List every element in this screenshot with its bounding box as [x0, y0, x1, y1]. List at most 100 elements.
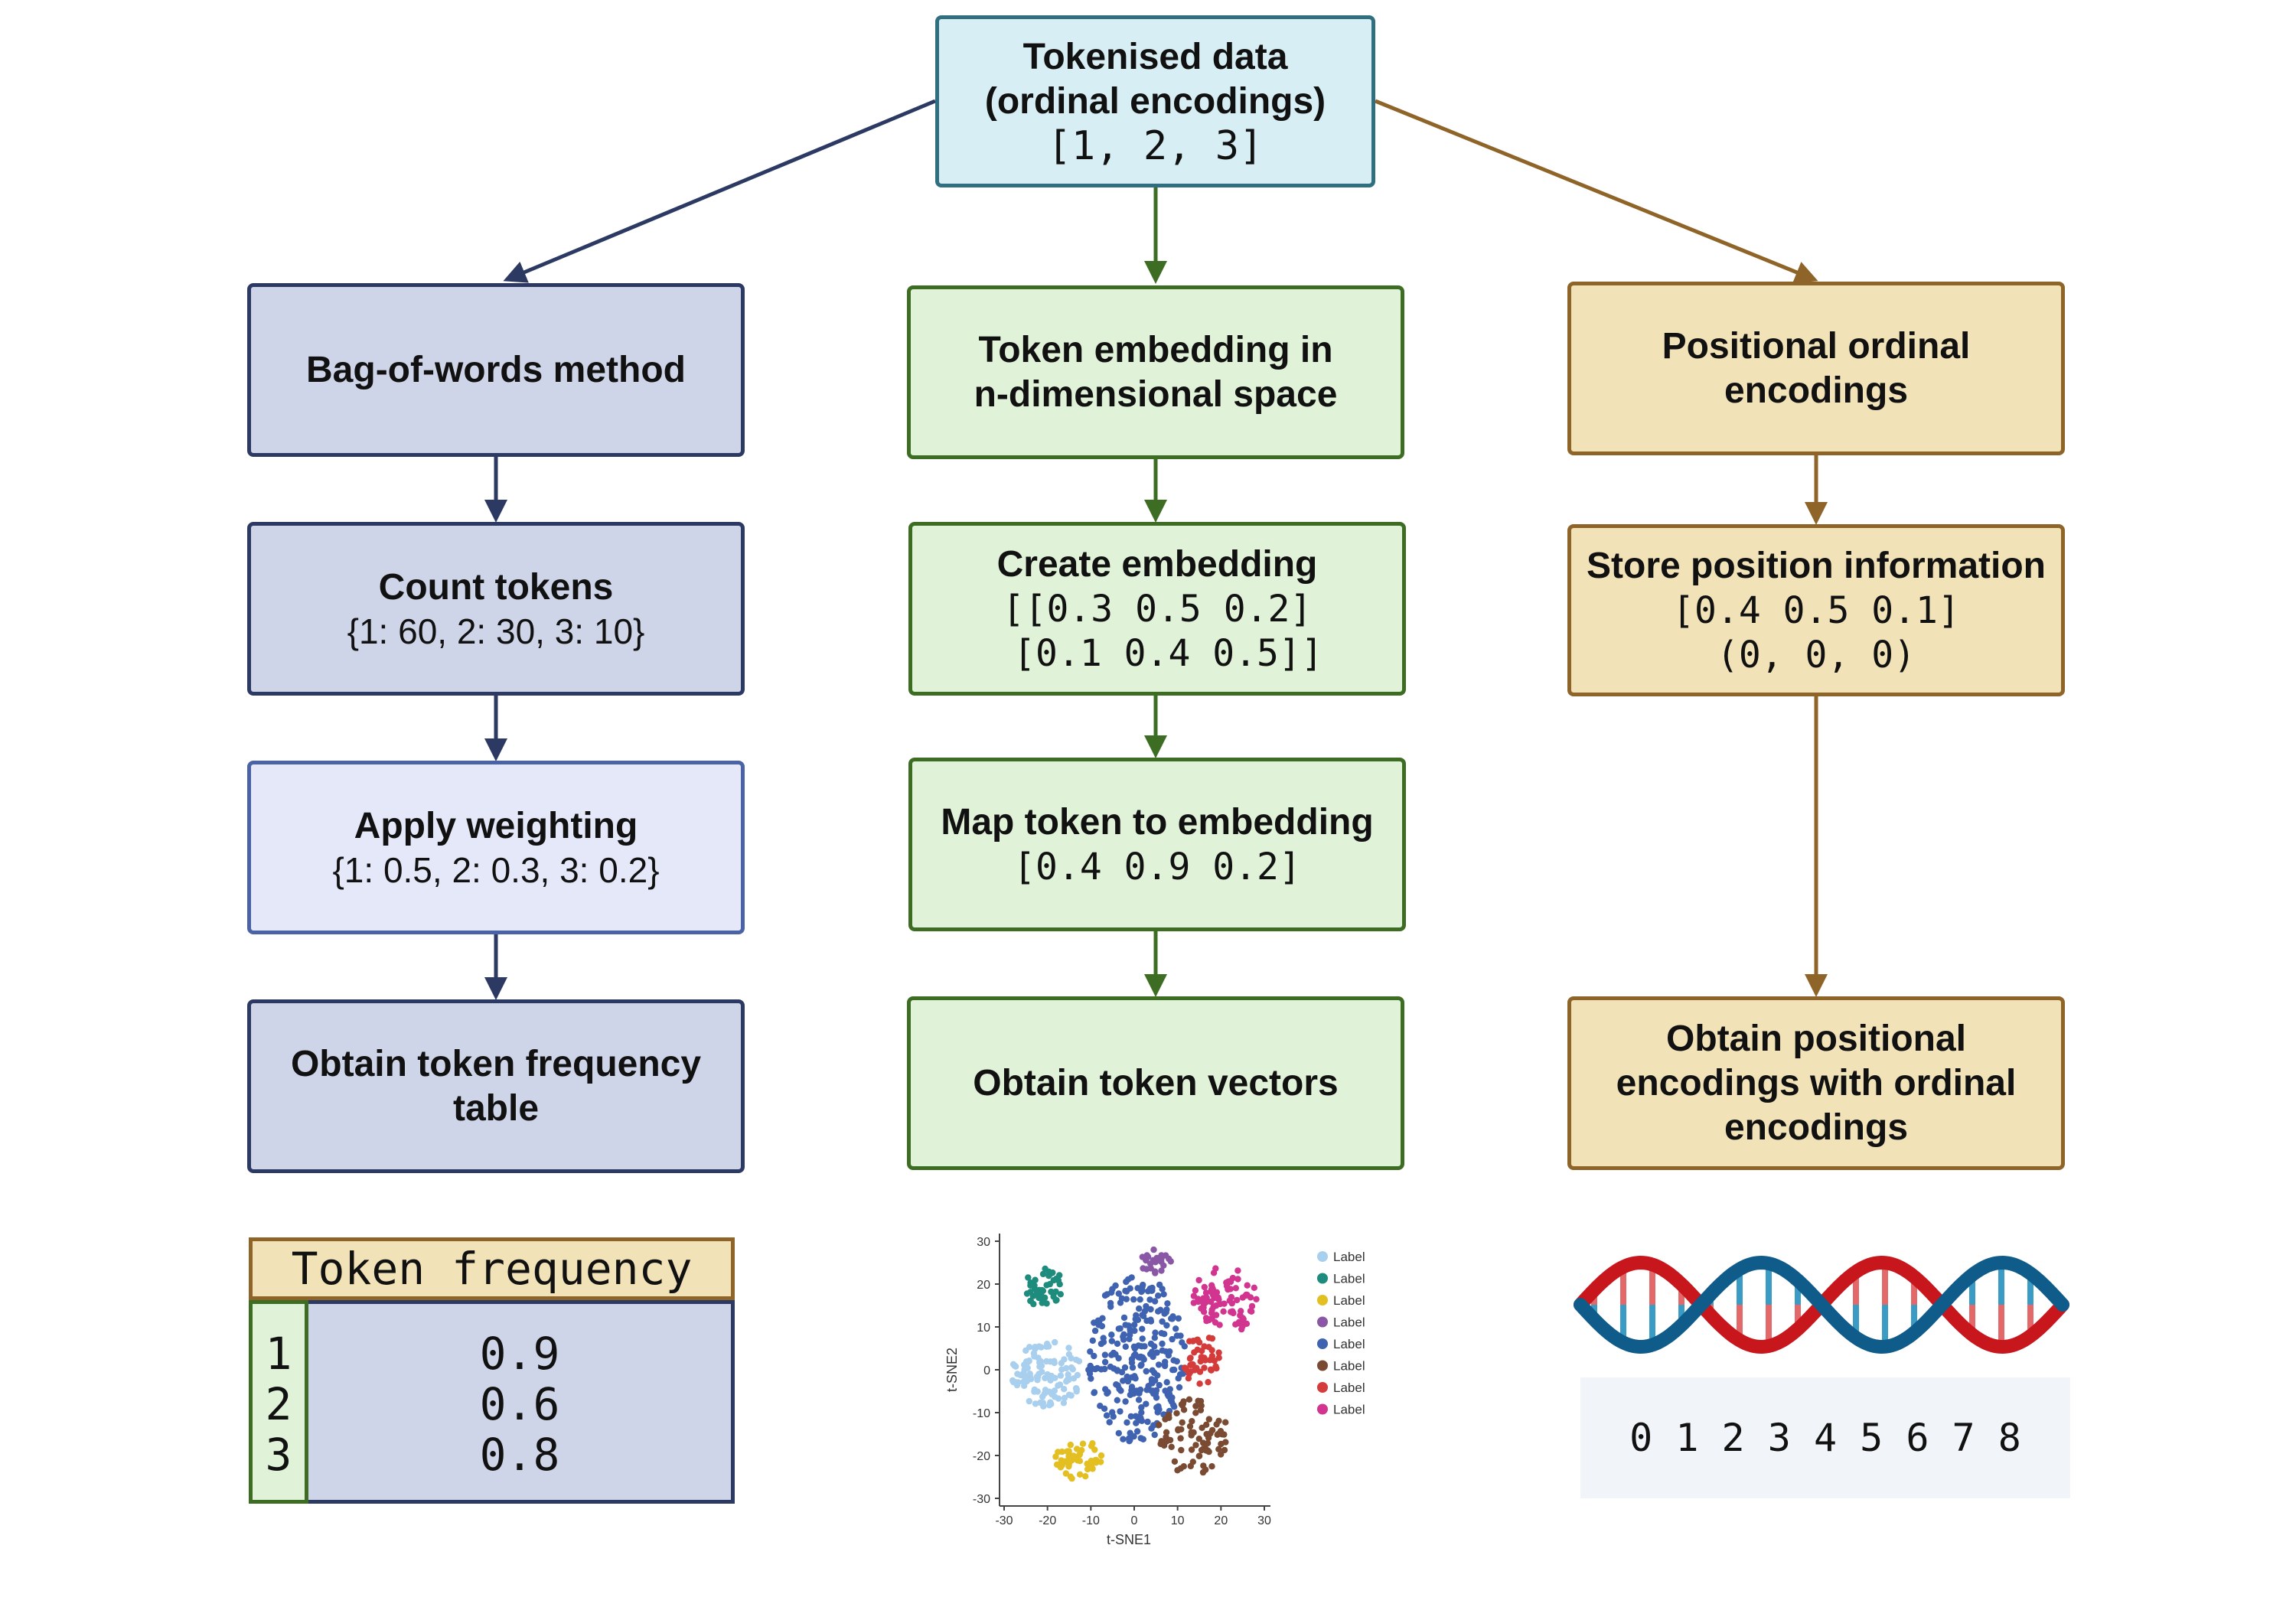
tsne-point: [1052, 1453, 1059, 1460]
tsne-point: [1098, 1322, 1106, 1330]
tsne-point: [1089, 1337, 1096, 1345]
tsne-xtick: -20: [1039, 1514, 1056, 1527]
tsne-point: [1120, 1333, 1127, 1340]
tsne-point: [1031, 1353, 1038, 1360]
tsne-point: [1120, 1436, 1127, 1442]
tsne-point: [1160, 1291, 1167, 1298]
tsne-point: [1208, 1298, 1215, 1305]
tsne-point: [1091, 1390, 1097, 1397]
tsne-point: [1087, 1348, 1094, 1355]
tsne-point: [1143, 1302, 1150, 1310]
tsne-point: [1201, 1364, 1208, 1371]
tsne-point: [1076, 1471, 1084, 1478]
arrow-top-to-bag-of-words: [503, 99, 936, 283]
tsne-point: [1195, 1452, 1203, 1459]
tsne-point: [1115, 1429, 1122, 1437]
tsne-point: [1042, 1294, 1049, 1301]
tsne-legend-swatch: [1317, 1382, 1328, 1393]
tsne-point: [1060, 1400, 1068, 1407]
tsne-point: [1182, 1366, 1189, 1373]
tsne-point: [1155, 1292, 1162, 1299]
tsne-point: [1163, 1322, 1170, 1329]
tsne-point: [1027, 1282, 1034, 1289]
tsne-point: [1178, 1401, 1186, 1408]
store-position-box: Store position information [0.4 0.5 0.1]…: [1567, 524, 2065, 696]
tsne-point: [1108, 1332, 1115, 1338]
tsne-point: [1173, 1358, 1180, 1365]
tsne-point: [1052, 1288, 1059, 1296]
tsne-point: [1221, 1300, 1228, 1307]
tsne-ytick: 10: [977, 1322, 990, 1335]
tsne-points: [1009, 1246, 1260, 1482]
tsne-point: [1015, 1379, 1022, 1386]
tsne-point: [1103, 1412, 1110, 1419]
tsne-point: [1132, 1315, 1139, 1322]
tsne-point: [1143, 1266, 1150, 1273]
tsne-point: [1220, 1308, 1227, 1315]
tsne-point: [1041, 1390, 1049, 1397]
tsne-point: [1026, 1373, 1034, 1380]
tsne-point: [1150, 1246, 1157, 1253]
tsne-point: [1074, 1446, 1081, 1452]
token-embedding-title: Token embedding in n-dimensional space: [974, 329, 1338, 415]
tsne-ytick: 20: [977, 1279, 990, 1292]
tsne-point: [1171, 1366, 1178, 1374]
tsne-point: [1139, 1354, 1146, 1361]
tsne-point: [1138, 1343, 1145, 1350]
tsne-point: [1199, 1439, 1207, 1446]
tsne-point: [1147, 1318, 1155, 1325]
dna-helix-illustration: [1574, 1255, 2069, 1354]
tsne-point: [1200, 1462, 1207, 1469]
tsne-point: [1055, 1382, 1062, 1389]
tsne-point: [1149, 1367, 1156, 1374]
tsne-point: [1022, 1347, 1029, 1354]
tsne-point: [1171, 1458, 1179, 1465]
tsne-point: [1166, 1436, 1174, 1444]
tsne-point: [1091, 1352, 1097, 1360]
tsne-point: [1158, 1330, 1165, 1337]
tsne-point: [1149, 1380, 1156, 1387]
tsne-point: [1158, 1258, 1165, 1265]
tsne-point: [1048, 1288, 1055, 1296]
tsne-point: [1202, 1315, 1210, 1322]
tsne-point: [1164, 1300, 1171, 1307]
tsne-point: [1056, 1281, 1063, 1288]
tsne-point: [1151, 1298, 1159, 1305]
token-frequency-header: Token frequency: [249, 1237, 735, 1300]
tsne-point: [1052, 1338, 1058, 1346]
tsne-point: [1131, 1327, 1138, 1335]
tsne-point: [1159, 1347, 1166, 1354]
apply-weighting-value: {1: 0.5, 2: 0.3, 3: 0.2}: [332, 849, 660, 890]
tsne-point: [1189, 1459, 1196, 1465]
tsne-point: [1177, 1435, 1184, 1442]
tsne-point: [1159, 1286, 1166, 1292]
tsne-point: [1138, 1409, 1145, 1416]
tsne-point: [1174, 1467, 1181, 1474]
tsne-point: [1212, 1312, 1220, 1319]
tsne-point: [1108, 1338, 1115, 1345]
tsne-point: [1039, 1270, 1047, 1278]
tsne-point: [1163, 1379, 1170, 1386]
tsne-point: [1160, 1442, 1168, 1449]
position-index-digits: 0 1 2 3 4 5 6 7 8: [1629, 1416, 2021, 1460]
tsne-point: [1076, 1458, 1084, 1465]
tsne-point: [1068, 1392, 1075, 1399]
tsne-point: [1148, 1287, 1156, 1294]
tsne-point: [1198, 1402, 1205, 1410]
tsne-point: [1023, 1377, 1030, 1385]
tsne-point: [1222, 1419, 1229, 1426]
tsne-point: [1137, 1414, 1144, 1422]
tsne-legend-label: Label: [1333, 1380, 1365, 1395]
tsne-point: [1198, 1305, 1205, 1312]
tsne-point: [1123, 1296, 1130, 1302]
tsne-legend-label: Label: [1333, 1337, 1365, 1351]
tsne-point: [1244, 1282, 1251, 1289]
store-position-line1: [0.4 0.5 0.1]: [1672, 588, 1960, 632]
tsne-point: [1052, 1374, 1058, 1381]
tsne-point: [1035, 1294, 1042, 1302]
tsne-point: [1228, 1293, 1235, 1301]
tsne-point: [1166, 1348, 1173, 1355]
tsne-point: [1201, 1283, 1208, 1291]
positional-encodings-box: Obtain positional encodings with ordinal…: [1567, 996, 2065, 1170]
tsne-point: [1167, 1258, 1174, 1265]
